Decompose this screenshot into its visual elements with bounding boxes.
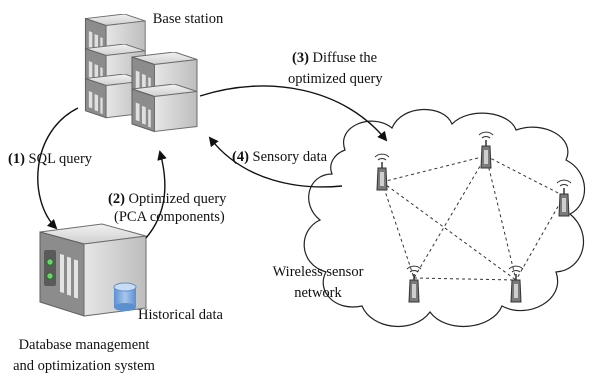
step3-number: (3) xyxy=(292,50,309,66)
step2-text: Optimized query xyxy=(125,191,227,207)
step1-label: (1) SQL query xyxy=(8,151,93,167)
step1-text: SQL query xyxy=(25,151,93,167)
arrow-diffuse-query xyxy=(199,85,388,142)
step4-text: Sensory data xyxy=(249,149,328,165)
arrow-sql-query xyxy=(37,107,79,230)
sensor-node-icon xyxy=(508,265,524,303)
sensor-node-icon xyxy=(478,131,494,169)
step3-text: Diffuse the xyxy=(309,50,377,66)
step4-label: (4) Sensory data xyxy=(232,149,328,165)
sensor-node-icon xyxy=(374,153,390,191)
step4-number: (4) xyxy=(232,149,249,165)
dbms-label-line1: Database management xyxy=(19,337,150,353)
step1-number: (1) xyxy=(8,151,25,167)
step2-label: (2) Optimized query xyxy=(108,191,227,207)
sensor-node-icon xyxy=(406,265,422,303)
sensor-node-icon xyxy=(556,179,572,217)
cloud-icon xyxy=(303,108,586,327)
step2-subtext: (PCA components) xyxy=(114,209,225,225)
step3-label: (3) Diffuse the xyxy=(292,50,377,66)
arrow-sensory-data xyxy=(208,136,343,188)
base-station-icon xyxy=(84,14,198,133)
dbms-server-icon xyxy=(39,223,147,317)
wsn-label-line2: network xyxy=(294,285,342,301)
arrow-optimized-query xyxy=(145,150,167,239)
network-links xyxy=(381,155,565,281)
database-icon xyxy=(113,282,137,311)
historical-data-label: Historical data xyxy=(138,307,224,323)
wsn-label-line1: Wireless sensor xyxy=(273,264,364,280)
base-station-label: Base station xyxy=(153,11,224,27)
step2-number: (2) xyxy=(108,191,125,207)
step3-subtext: optimized query xyxy=(288,71,383,87)
dbms-label-line2: and optimization system xyxy=(13,358,155,374)
